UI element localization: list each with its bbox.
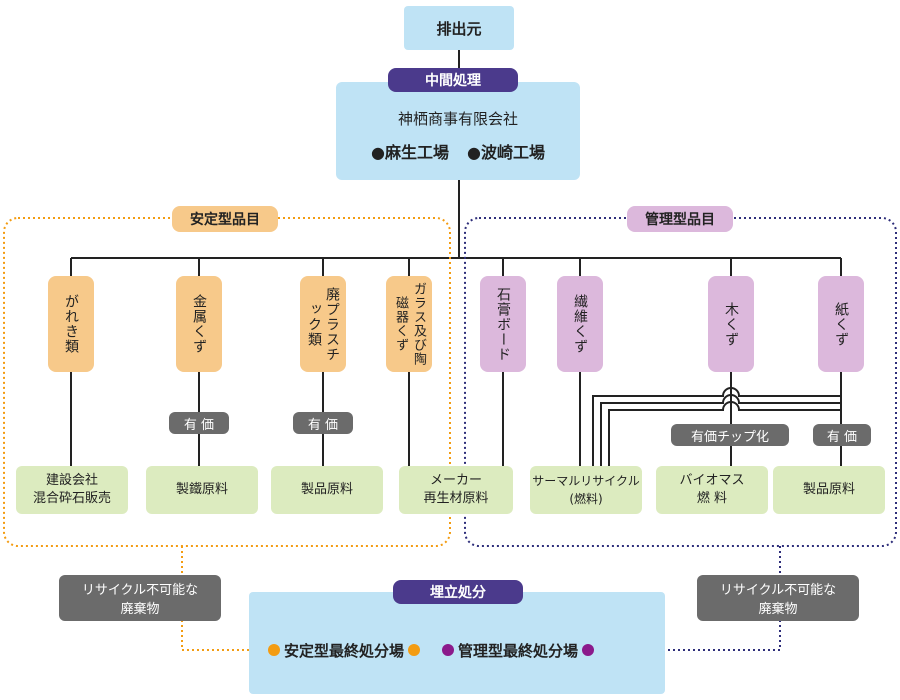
output-product-2: 製品原料	[773, 466, 885, 514]
category-label: 石膏ボード	[495, 286, 511, 362]
category-glass: ガラス及び陶磁器くず	[386, 276, 432, 372]
badge-label: 有価チップ化	[690, 429, 769, 445]
non-recyclable-line: 廃棄物	[758, 602, 798, 617]
output-line: 製鐵原料	[175, 482, 228, 497]
intermediate-tag: 中間処理	[388, 68, 518, 92]
output-steel: 製鐵原料	[146, 466, 258, 514]
source-box: 排出元	[404, 6, 514, 50]
intermediate-tag-label: 中間処理	[425, 73, 481, 89]
badge-valuable-paper: 有 価	[813, 424, 871, 446]
badge-label: 有 価	[826, 429, 858, 445]
managed-group-label: 管理型品目	[645, 212, 715, 228]
output-line: 混合砕石販売	[32, 491, 111, 506]
category-wood: 木くず	[708, 276, 754, 372]
output-line: 製品原料	[802, 482, 855, 497]
badge-chip: 有価チップ化	[671, 424, 789, 446]
category-rubble: がれき類	[48, 276, 94, 372]
non-recyclable-right: リサイクル不可能な 廃棄物	[697, 575, 859, 621]
category-paper: 紙くず	[818, 276, 864, 372]
non-recyclable-line: リサイクル不可能な	[719, 583, 837, 598]
output-product-1: 製品原料	[271, 466, 383, 514]
category-label: がれき類	[63, 294, 79, 354]
company-name: 神栖商事有限会社	[397, 109, 518, 128]
non-recyclable-line: 廃棄物	[120, 602, 160, 617]
managed-landfill-label: 管理型最終処分場	[458, 641, 579, 660]
intermediate-box	[336, 82, 580, 180]
landfill-tag-label: 埋立処分	[430, 585, 486, 601]
category-label: 木くず	[723, 301, 739, 347]
output-thermal: サーマルリサイクル (燃料)	[530, 466, 642, 514]
non-recyclable-line: リサイクル不可能な	[81, 583, 199, 598]
category-label: 繊維くず	[572, 294, 588, 354]
category-plastic: 廃プラスチック類	[300, 276, 346, 372]
stable-landfill-label: 安定型最終処分場	[284, 641, 405, 660]
source-label: 排出元	[436, 19, 482, 38]
landfill-tag: 埋立処分	[393, 580, 523, 604]
output-line: 燃 料	[696, 491, 728, 506]
plants-row: ●麻生工場 ●波崎工場	[336, 138, 580, 164]
output-line: サーマルリサイクル	[532, 474, 640, 488]
managed-dot-icon	[442, 644, 455, 656]
category-label: 紙くず	[833, 301, 849, 347]
output-line: 再生材原料	[423, 491, 489, 506]
managed-dot-icon	[582, 644, 595, 656]
output-line: 製品原料	[300, 482, 353, 497]
landfill-box	[249, 592, 665, 694]
category-gypsum: 石膏ボード	[480, 276, 526, 372]
output-line: (燃料)	[569, 492, 603, 506]
managed-group-tag: 管理型品目	[627, 206, 733, 232]
badge-valuable-metal: 有 価	[169, 412, 229, 434]
badge-valuable-plastic: 有 価	[293, 412, 353, 434]
category-label: 金属くず	[191, 294, 207, 354]
stable-group-label: 安定型品目	[190, 212, 260, 228]
output-line: メーカー	[429, 473, 482, 488]
output-maker: メーカー 再生材原料	[399, 466, 513, 514]
landfill-sites: 安定型最終処分場 管理型最終処分場	[268, 639, 648, 661]
category-label: ガラス及び陶磁器くず	[393, 282, 426, 366]
non-recyclable-left: リサイクル不可能な 廃棄物	[59, 575, 221, 621]
badge-label: 有 価	[307, 417, 339, 433]
stable-group-tag: 安定型品目	[172, 206, 278, 232]
category-metal: 金属くず	[176, 276, 222, 372]
category-fiber: 繊維くず	[557, 276, 603, 372]
output-line: 建設会社	[45, 473, 98, 488]
badge-label: 有 価	[183, 417, 215, 433]
output-biomass: バイオマス 燃 料	[656, 466, 768, 514]
stable-dot-icon	[268, 644, 280, 656]
plant-aso: ●麻生工場	[371, 143, 449, 162]
output-line: バイオマス	[679, 473, 745, 488]
stable-dot-icon	[408, 644, 421, 656]
category-label: 廃プラスチック類	[306, 286, 340, 362]
output-construction: 建設会社 混合砕石販売	[16, 466, 128, 514]
plant-hasaki: ●波崎工場	[467, 143, 545, 162]
